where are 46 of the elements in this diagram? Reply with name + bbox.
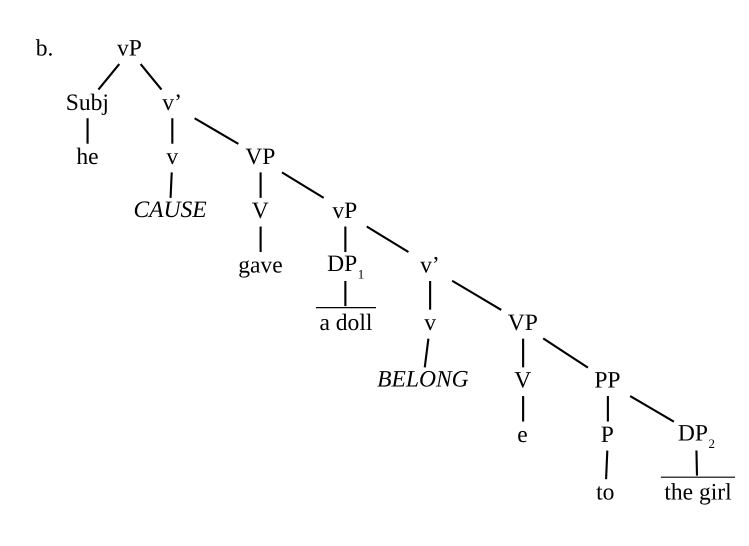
node-text: v <box>166 144 178 170</box>
node-text: VP <box>508 310 538 336</box>
connector <box>542 337 589 368</box>
node-text: gave <box>238 252 283 278</box>
connector <box>522 338 524 367</box>
connector <box>86 118 89 144</box>
node-text: DP$_{1}$ <box>327 250 364 282</box>
node-text: v <box>424 310 436 336</box>
node-text: e <box>517 421 528 448</box>
connector <box>194 116 239 144</box>
connector <box>605 450 608 479</box>
label: b. <box>36 35 54 62</box>
connector <box>171 118 174 144</box>
node-text: vP <box>116 35 142 62</box>
connector <box>260 226 262 252</box>
connector <box>140 62 162 90</box>
connector <box>429 280 432 310</box>
connector <box>344 226 346 252</box>
node-text: CAUSE <box>133 196 207 222</box>
connector <box>695 450 698 476</box>
connector <box>170 172 173 198</box>
node-text: he <box>76 144 99 170</box>
node-text: DP$_{2}$ <box>678 420 715 451</box>
node-text: v’ <box>162 89 182 116</box>
connector <box>522 396 524 422</box>
connector <box>98 62 120 90</box>
connector <box>630 394 674 422</box>
connector <box>344 280 346 306</box>
node-text: vP <box>332 198 358 224</box>
connector <box>452 279 502 310</box>
connector <box>424 338 430 367</box>
connector <box>606 396 609 422</box>
node-text: VP <box>245 144 276 170</box>
node-text: PP <box>594 367 621 394</box>
connector <box>366 225 409 252</box>
node-text: BELONG <box>377 366 469 392</box>
connector <box>260 172 262 198</box>
node-text: V <box>514 367 532 394</box>
node-text: v’ <box>420 252 440 278</box>
node-text: to <box>596 479 614 506</box>
node-text: Subj <box>66 89 109 116</box>
node-text: a doll <box>319 310 372 336</box>
node-text: P <box>600 421 614 448</box>
node-text: V <box>252 198 269 224</box>
node-text: the girl <box>664 479 732 506</box>
connector <box>281 170 324 198</box>
